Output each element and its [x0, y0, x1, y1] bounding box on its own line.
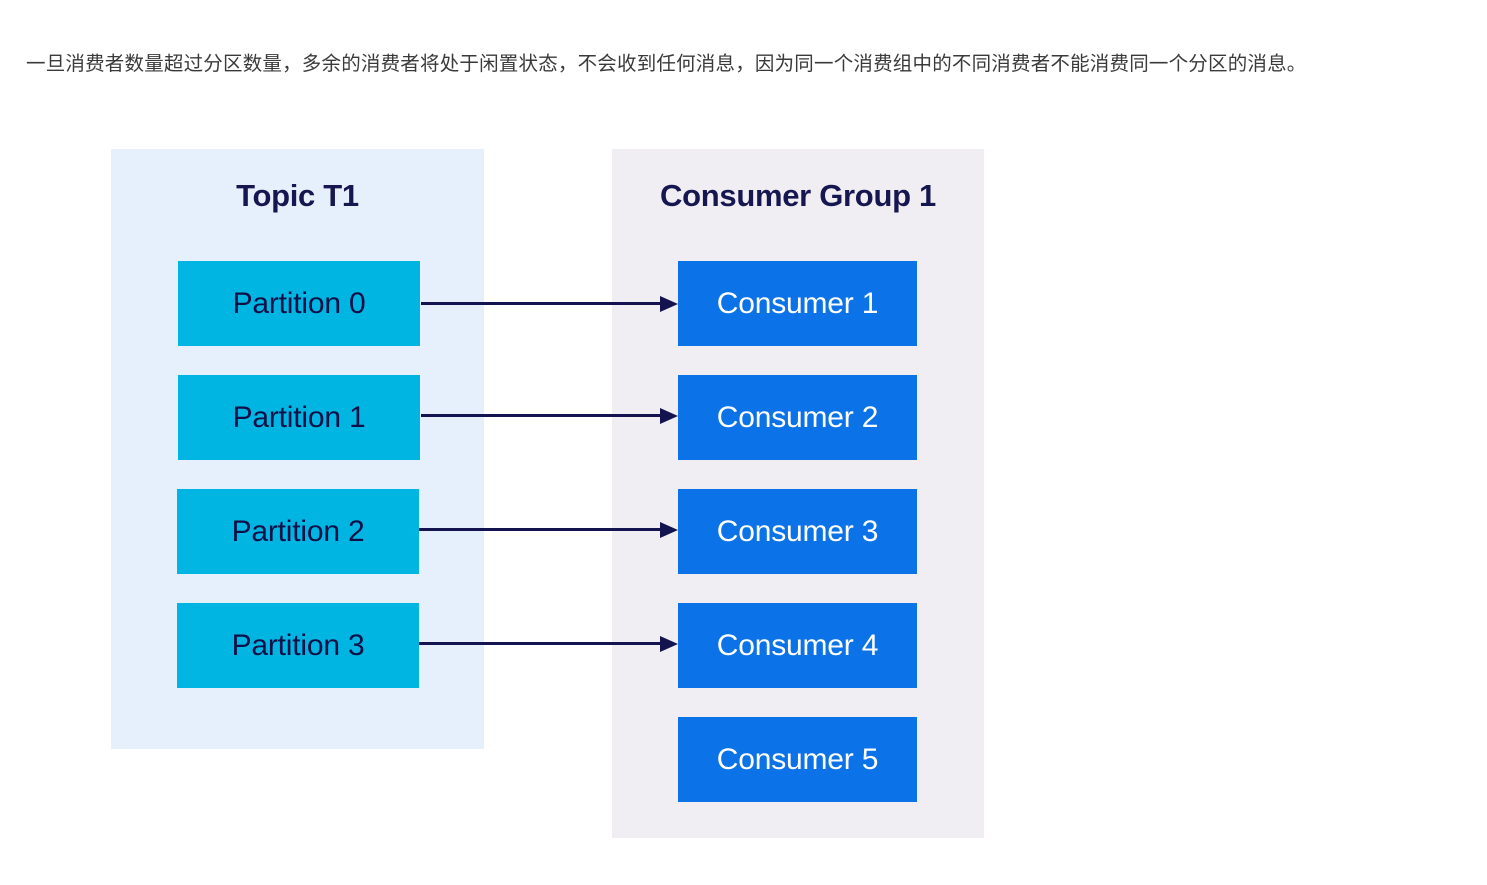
- body-paragraph: 一旦消费者数量超过分区数量，多余的消费者将处于闲置状态，不会收到任何消息，因为同…: [26, 52, 1307, 75]
- arrow-line: [421, 302, 661, 305]
- arrow-head-icon: [660, 408, 678, 424]
- partition-box-2[interactable]: Partition 2: [177, 489, 419, 574]
- arrow-partition-2-to-consumer-3: [419, 520, 678, 540]
- consumer-box-3[interactable]: Consumer 3: [678, 489, 917, 574]
- consumer-box-5[interactable]: Consumer 5: [678, 717, 917, 802]
- arrow-line: [419, 528, 661, 531]
- consumer-box-2[interactable]: Consumer 2: [678, 375, 917, 460]
- arrow-partition-1-to-consumer-2: [421, 406, 678, 426]
- arrow-head-icon: [660, 522, 678, 538]
- arrow-line: [419, 642, 661, 645]
- consumer-group-panel-title: Consumer Group 1: [660, 178, 936, 213]
- topic-panel: Topic T1 Partition 0 Partition 1 Partiti…: [111, 149, 484, 749]
- partition-box-3[interactable]: Partition 3: [177, 603, 419, 688]
- arrow-partition-3-to-consumer-4: [419, 634, 678, 654]
- topic-panel-title: Topic T1: [236, 178, 359, 213]
- arrow-head-icon: [660, 296, 678, 312]
- consumer-box-1[interactable]: Consumer 1: [678, 261, 917, 346]
- arrow-partition-0-to-consumer-1: [421, 294, 678, 314]
- arrow-line: [421, 414, 661, 417]
- partition-box-0[interactable]: Partition 0: [178, 261, 420, 346]
- consumer-group-panel: Consumer Group 1 Consumer 1 Consumer 2 C…: [612, 149, 984, 838]
- arrow-head-icon: [660, 636, 678, 652]
- partition-box-1[interactable]: Partition 1: [178, 375, 420, 460]
- consumer-box-4[interactable]: Consumer 4: [678, 603, 917, 688]
